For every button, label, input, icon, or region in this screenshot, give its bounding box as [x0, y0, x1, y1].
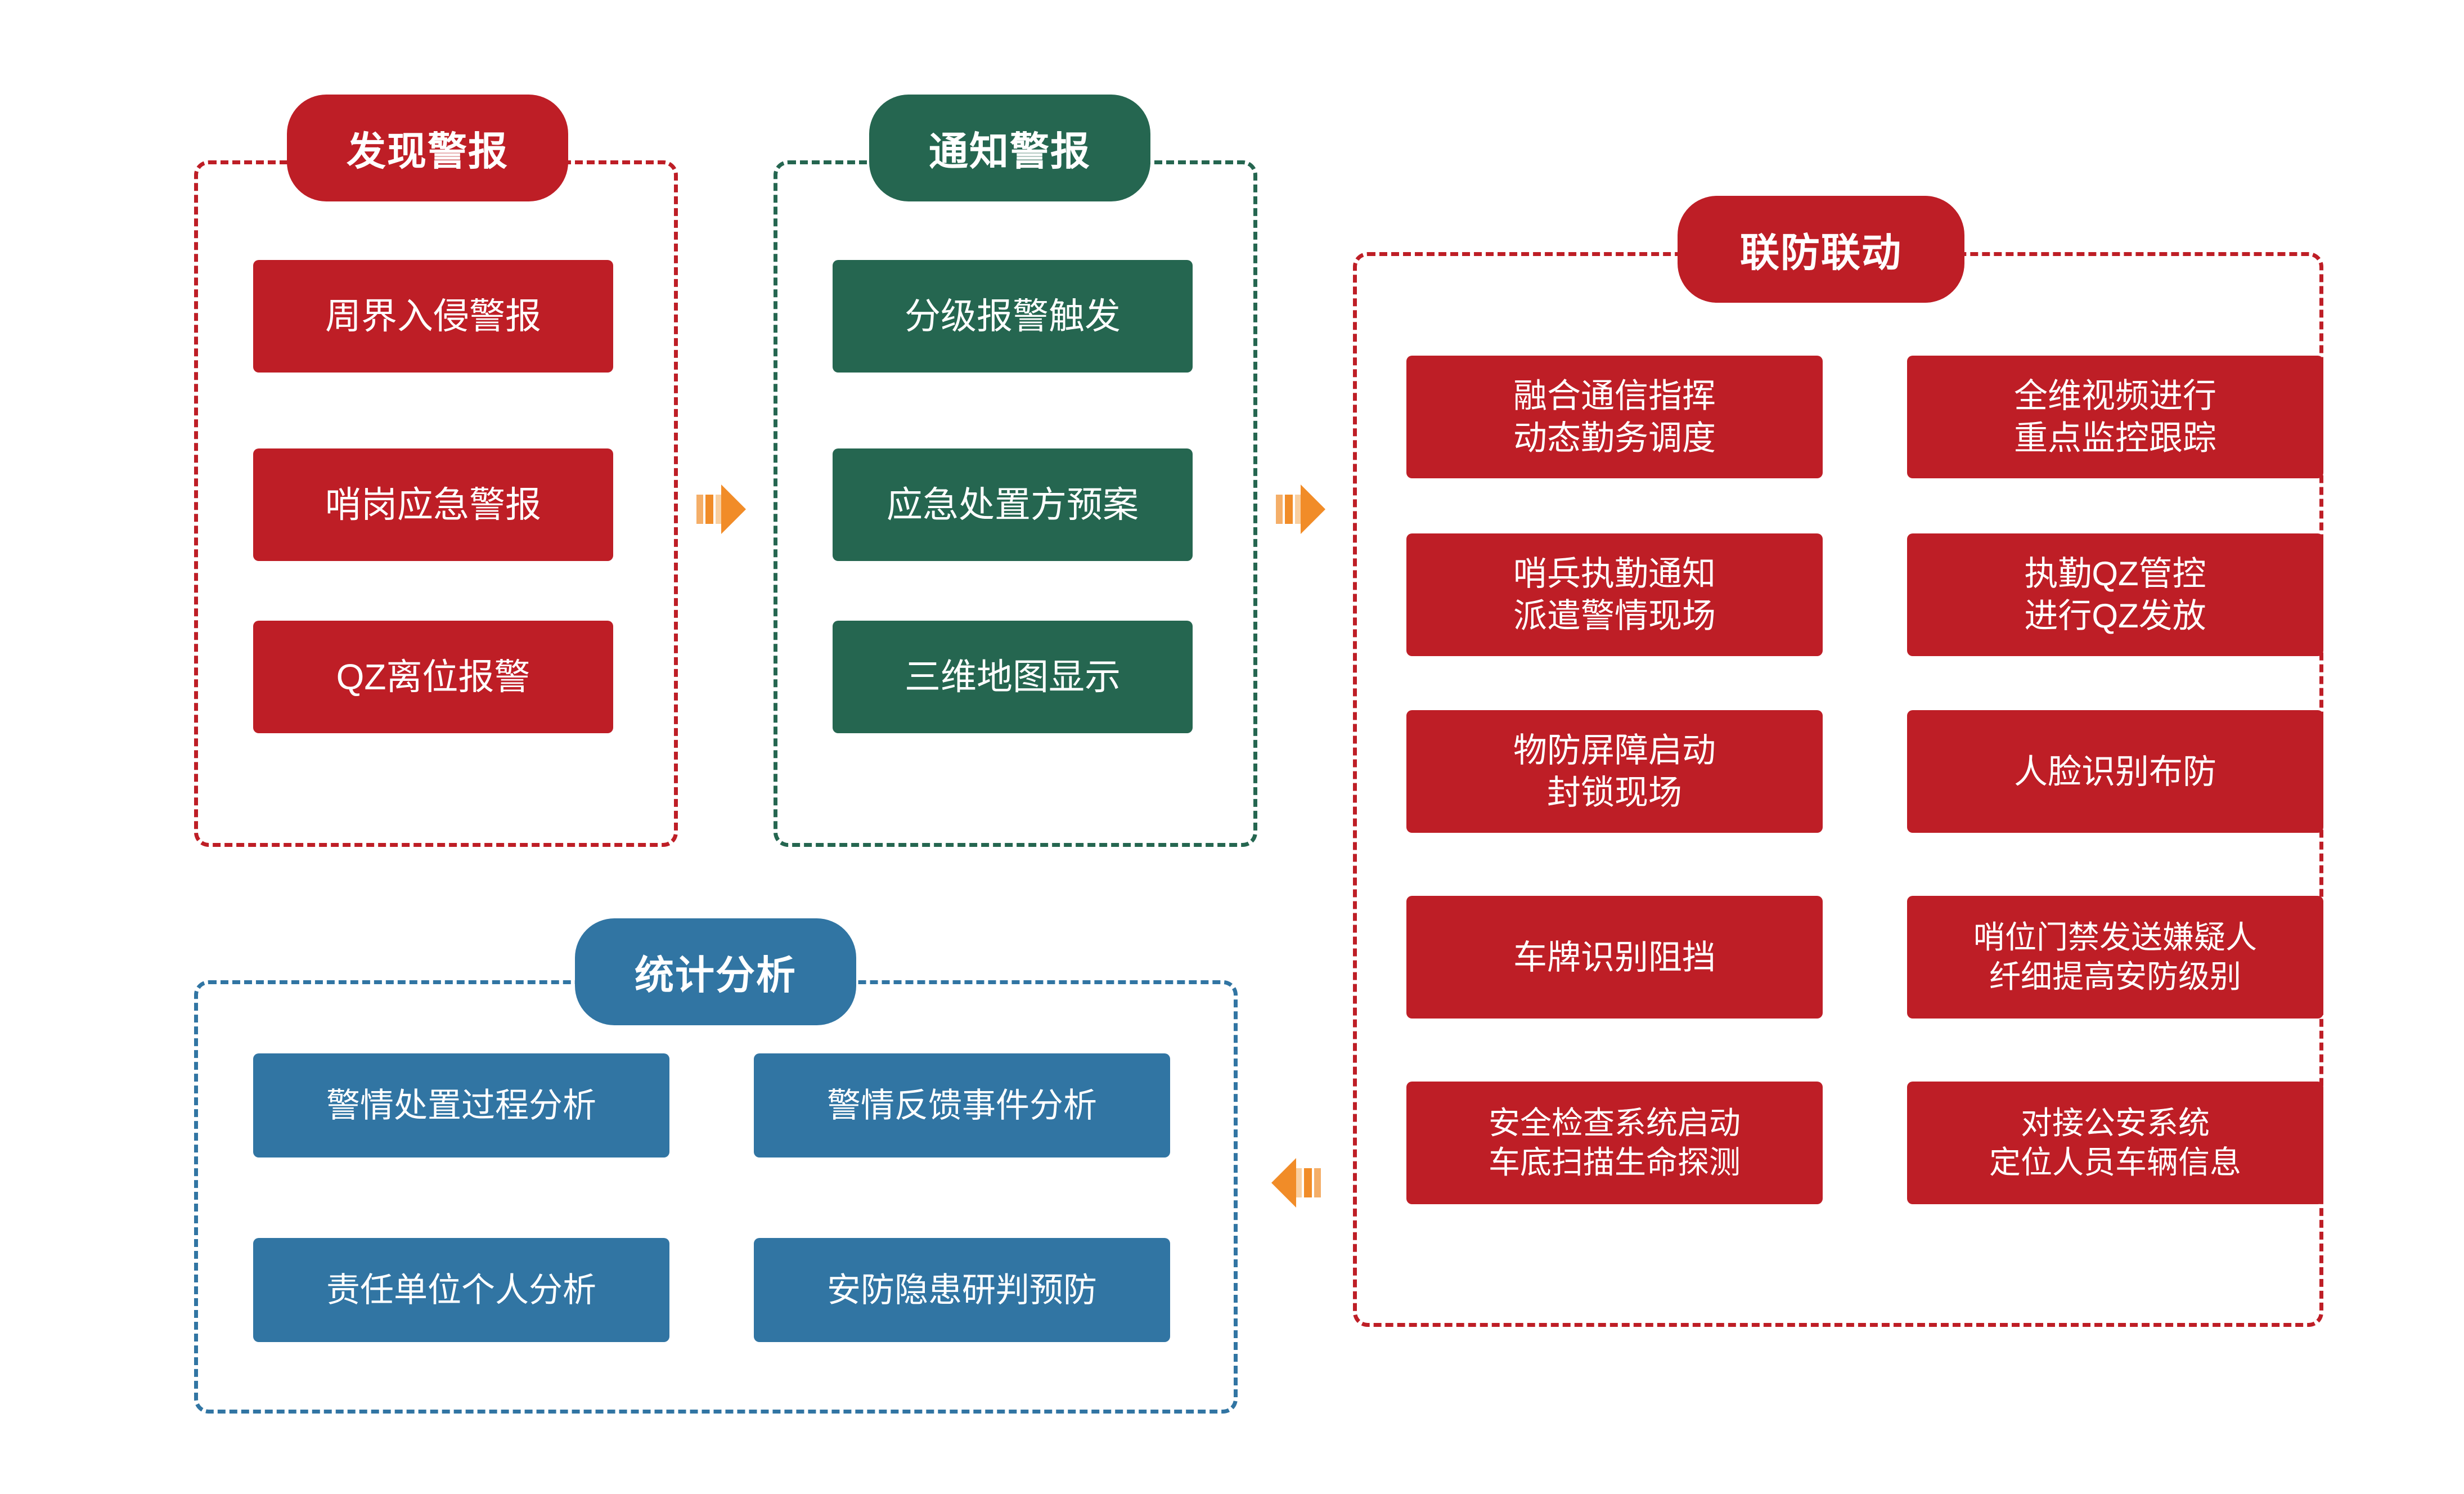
card-discover-alarm-2[interactable]: QZ离位报警 [253, 621, 613, 733]
arrow-notify-to-joint-icon [1276, 483, 1327, 536]
card-notify-alarm-2[interactable]: 三维地图显示 [833, 621, 1193, 733]
group-header-discover-alarm[interactable]: 发现警报 [287, 95, 568, 201]
arrow-joint-to-statistics-icon [1270, 1156, 1321, 1209]
card-joint-defense-3[interactable]: 执勤QZ管控 进行QZ发放 [1907, 533, 2323, 656]
card-notify-alarm-0[interactable]: 分级报警触发 [833, 260, 1193, 373]
card-notify-alarm-1[interactable]: 应急处置方预案 [833, 448, 1193, 561]
card-discover-alarm-0[interactable]: 周界入侵警报 [253, 260, 613, 373]
card-statistics-analysis-2[interactable]: 责任单位个人分析 [253, 1238, 669, 1342]
group-header-joint-defense[interactable]: 联防联动 [1678, 196, 1964, 303]
group-header-statistics-analysis[interactable]: 统计分析 [575, 918, 856, 1025]
group-frame-statistics-analysis [194, 980, 1238, 1414]
card-joint-defense-9[interactable]: 对接公安系统 定位人员车辆信息 [1907, 1082, 2323, 1204]
card-joint-defense-8[interactable]: 安全检查系统启动 车底扫描生命探测 [1406, 1082, 1823, 1204]
arrow-discover-to-notify-icon [696, 483, 747, 536]
card-statistics-analysis-0[interactable]: 警情处置过程分析 [253, 1053, 669, 1157]
card-joint-defense-4[interactable]: 物防屏障启动 封锁现场 [1406, 710, 1823, 833]
card-discover-alarm-1[interactable]: 哨岗应急警报 [253, 448, 613, 561]
group-header-notify-alarm[interactable]: 通知警报 [869, 95, 1150, 201]
card-joint-defense-5[interactable]: 人脸识别布防 [1907, 710, 2323, 833]
card-statistics-analysis-3[interactable]: 安防隐患研判预防 [754, 1238, 1170, 1342]
card-statistics-analysis-1[interactable]: 警情反馈事件分析 [754, 1053, 1170, 1157]
card-joint-defense-0[interactable]: 融合通信指挥 动态勤务调度 [1406, 356, 1823, 478]
card-joint-defense-7[interactable]: 哨位门禁发送嫌疑人 纤细提高安防级别 [1907, 896, 2323, 1019]
card-joint-defense-1[interactable]: 全维视频进行 重点监控跟踪 [1907, 356, 2323, 478]
card-joint-defense-2[interactable]: 哨兵执勤通知 派遣警情现场 [1406, 533, 1823, 656]
card-joint-defense-6[interactable]: 车牌识别阻挡 [1406, 896, 1823, 1019]
